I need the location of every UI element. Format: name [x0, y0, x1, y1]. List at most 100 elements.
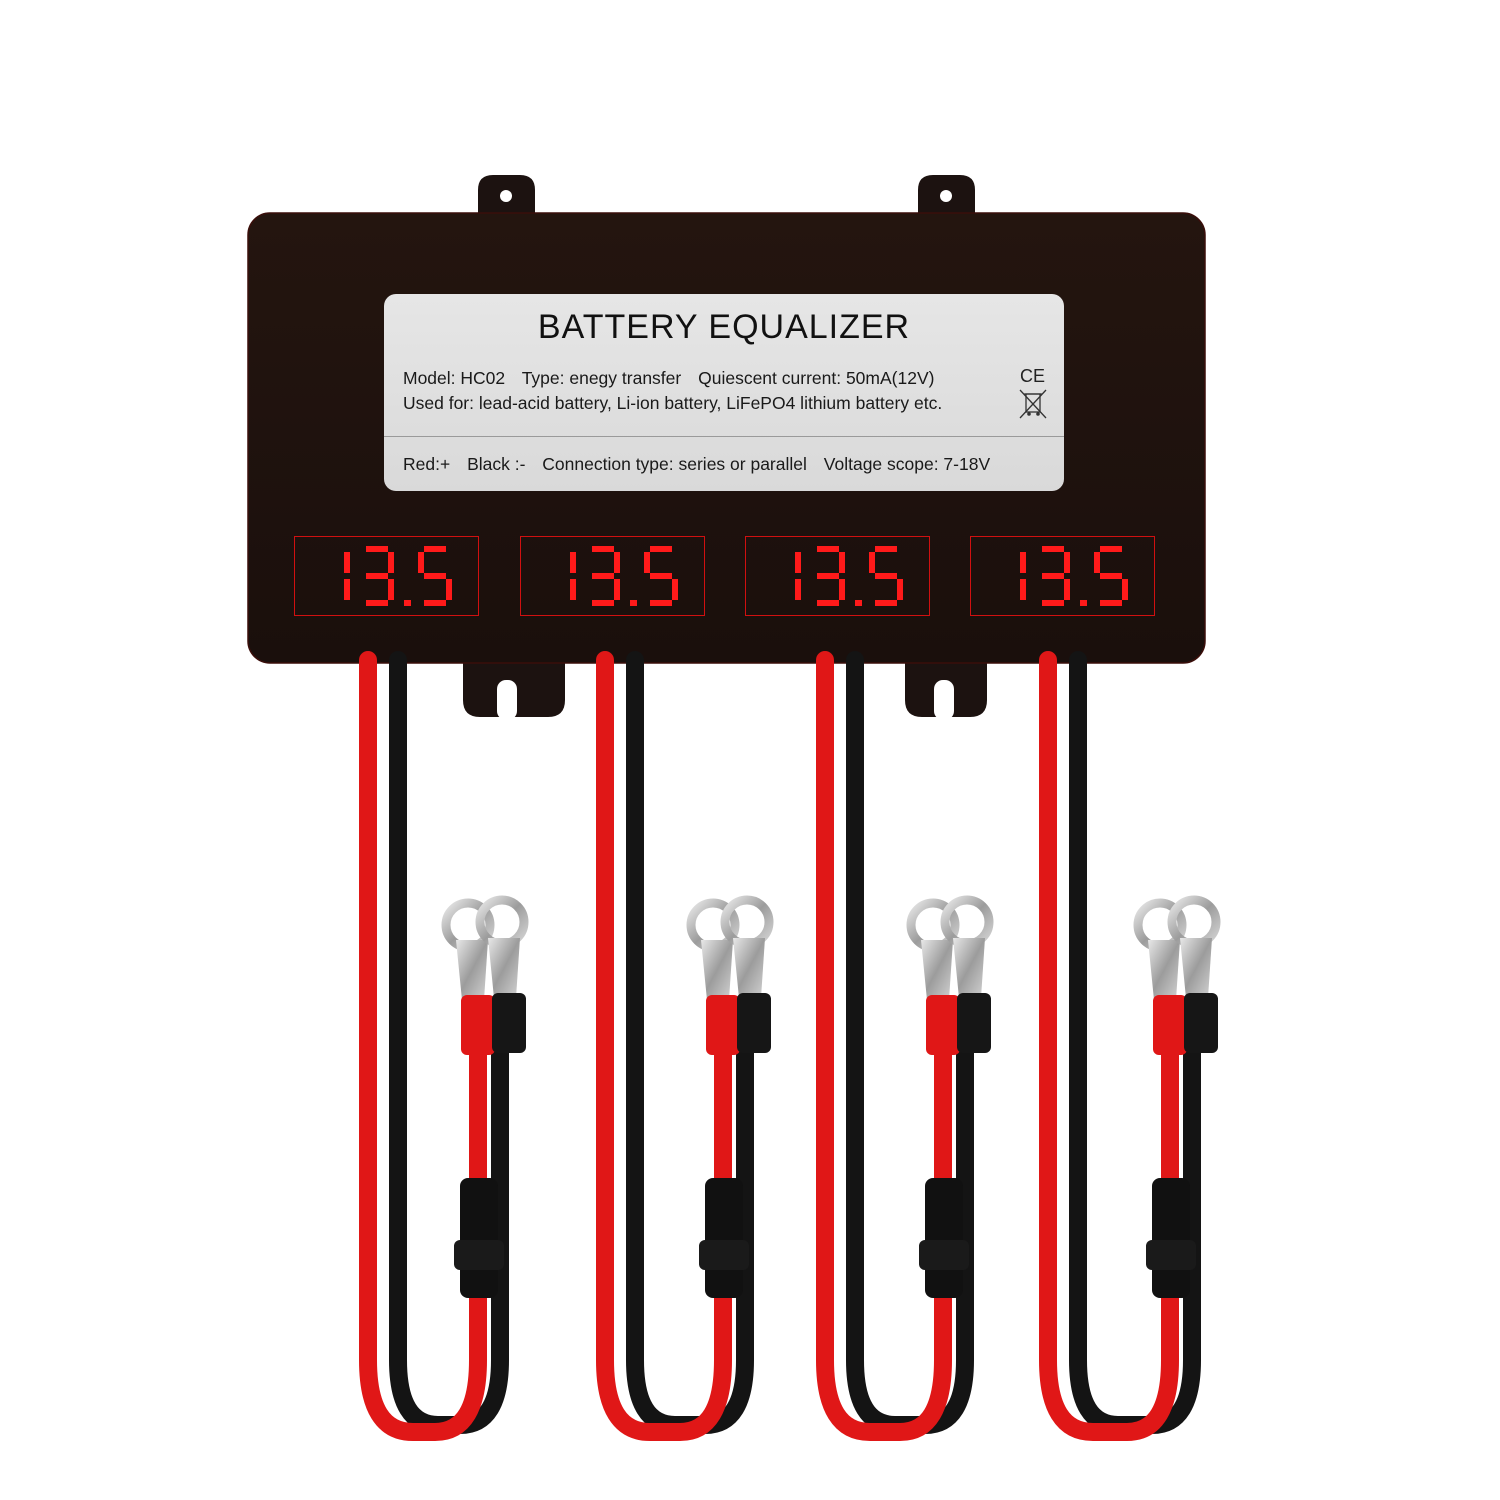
segment-c	[445, 579, 452, 600]
terminal-crimp	[488, 938, 520, 998]
type-text: Type: enegy transfer	[521, 368, 682, 388]
segment-c	[569, 579, 576, 600]
weee-bin-icon	[1019, 389, 1047, 419]
segment-g	[365, 573, 388, 579]
terminal-crimp	[456, 940, 488, 1000]
display-digits	[1019, 546, 1128, 606]
connection-text: Connection type: series or parallel	[542, 454, 807, 474]
decimal-point	[1079, 600, 1087, 606]
segment-c	[1121, 579, 1128, 600]
ce-mark-icon: CE	[1020, 366, 1046, 386]
segment-c	[671, 579, 678, 600]
segment-a	[423, 546, 446, 552]
mounting-tab-top-left	[478, 175, 535, 215]
label-title: BATTERY EQUALIZER	[537, 308, 911, 346]
segment-b	[613, 552, 620, 573]
segment-d	[1099, 600, 1122, 606]
segment-g	[874, 573, 897, 579]
terminal-crimp	[953, 938, 985, 998]
fuse-cap	[699, 1240, 749, 1270]
fuse-holder-icon	[925, 1178, 963, 1298]
segment-g	[816, 573, 839, 579]
segment-a	[649, 546, 672, 552]
segment-g	[423, 573, 446, 579]
segment-g	[1099, 573, 1122, 579]
mounting-tab-top-right	[918, 175, 975, 215]
fuse-cap	[1146, 1240, 1196, 1270]
segment-d	[423, 600, 446, 606]
segment-c	[343, 579, 350, 600]
model-text: Model: HC02	[403, 368, 506, 388]
fuse-holder-icon	[460, 1178, 498, 1298]
cable-pair-3	[816, 651, 994, 1441]
segment-f	[1093, 552, 1100, 573]
polarity-black-text: Black :-	[467, 454, 526, 474]
red-wire	[1039, 651, 1179, 1441]
red-wire	[596, 651, 732, 1441]
voltage-text: Voltage scope: 7-18V	[823, 454, 991, 474]
segment-d	[874, 600, 897, 606]
terminal-crimp	[1148, 940, 1180, 1000]
segment-d	[591, 600, 614, 606]
decimal-point	[854, 600, 862, 606]
terminal-crimp	[733, 938, 765, 998]
display-digits	[343, 546, 452, 606]
terminal-crimp	[1180, 938, 1212, 998]
current-text: Quiescent current: 50mA(12V)	[698, 368, 935, 388]
label-divider	[384, 436, 1064, 437]
voltage-display-4	[970, 536, 1155, 616]
segment-f	[643, 552, 650, 573]
segment-a	[1099, 546, 1122, 552]
segment-d	[816, 600, 839, 606]
segment-g	[591, 573, 614, 579]
segment-c	[613, 579, 620, 600]
segment-c	[838, 579, 845, 600]
decimal-point	[629, 600, 637, 606]
segment-d	[1041, 600, 1064, 606]
cable-pair-1	[359, 651, 529, 1441]
voltage-display-2	[520, 536, 705, 616]
red-wire	[816, 651, 952, 1441]
black-terminal-sleeve	[957, 993, 991, 1053]
segment-a	[365, 546, 388, 552]
black-terminal-sleeve	[492, 993, 526, 1053]
black-terminal-sleeve	[1184, 993, 1218, 1053]
terminal-crimp	[921, 940, 953, 1000]
fuse-cap	[919, 1240, 969, 1270]
red-terminal-sleeve	[926, 995, 960, 1055]
segment-d	[365, 600, 388, 606]
segment-b	[343, 552, 350, 573]
segment-c	[387, 579, 394, 600]
red-terminal-sleeve	[461, 995, 495, 1055]
segment-b	[838, 552, 845, 573]
segment-c	[896, 579, 903, 600]
used-for-text: Used for: lead-acid battery, Li-ion batt…	[403, 393, 943, 413]
display-digits	[569, 546, 678, 606]
voltage-display-1	[294, 536, 479, 616]
segment-b	[387, 552, 394, 573]
segment-c	[1019, 579, 1026, 600]
fuse-cap	[454, 1240, 504, 1270]
decimal-point	[403, 600, 411, 606]
cable-harness	[359, 651, 1221, 1441]
segment-b	[569, 552, 576, 573]
segment-d	[649, 600, 672, 606]
black-terminal-sleeve	[737, 993, 771, 1053]
segment-c	[1063, 579, 1070, 600]
cable-pair-4	[1039, 651, 1221, 1441]
polarity-red-text: Red:+	[403, 454, 451, 474]
spec-label: BATTERY EQUALIZER Model: HC02 Type: eneg…	[384, 294, 1064, 491]
fuse-holder-icon	[705, 1178, 743, 1298]
terminal-crimp	[701, 940, 733, 1000]
segment-b	[1019, 552, 1026, 573]
red-wire	[359, 651, 487, 1441]
fuse-holder-icon	[1152, 1178, 1190, 1298]
display-digits	[794, 546, 903, 606]
red-terminal-sleeve	[706, 995, 740, 1055]
segment-a	[591, 546, 614, 552]
red-terminal-sleeve	[1153, 995, 1187, 1055]
segment-a	[874, 546, 897, 552]
segment-f	[417, 552, 424, 573]
voltage-display-3	[745, 536, 930, 616]
